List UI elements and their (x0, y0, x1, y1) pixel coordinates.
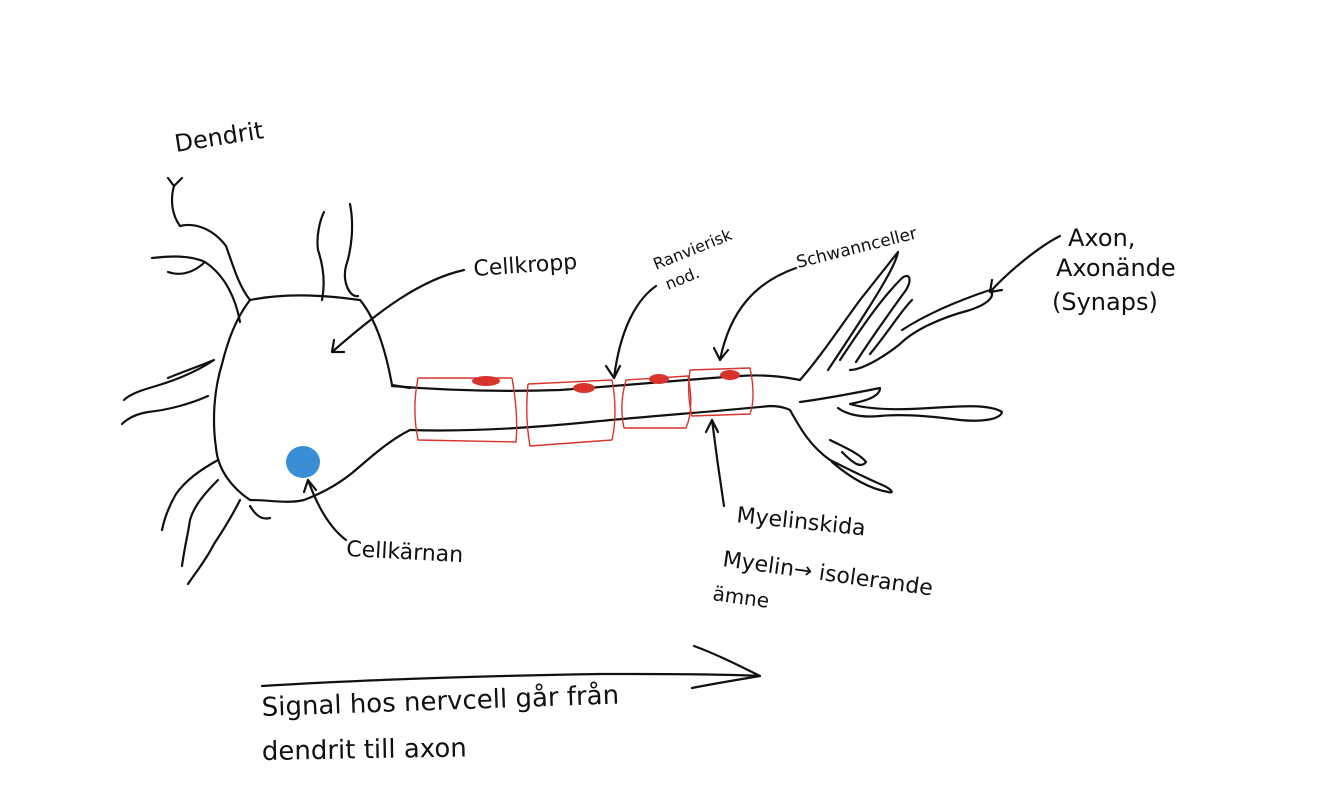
cell-body (212, 294, 412, 503)
label-myelin-note-line2: ämne (711, 581, 771, 613)
label-axon-line3: (Synaps) (1052, 288, 1158, 316)
dendrite-left-low (160, 458, 220, 568)
arrow-schwann (712, 266, 798, 362)
dendrite-left-lower (120, 394, 210, 426)
schwann-cell-1 (414, 377, 518, 443)
dendrites (120, 176, 360, 586)
signal-note-line2: dendrit till axon (262, 733, 467, 767)
dendrite-top-left-inner (150, 255, 242, 324)
dendrite-bottom (186, 498, 272, 586)
signal-direction-arrow (260, 644, 762, 690)
arrow-cellkropp (330, 268, 466, 354)
signal-note-line1: Signal hos nervcell går från (261, 680, 619, 723)
arrow-cellkarnan (302, 478, 348, 542)
axon-bottom-line (408, 404, 792, 432)
ranvier-mark-2 (573, 383, 595, 393)
label-axon-line1: Axon, (1068, 224, 1135, 252)
terminal-lower (788, 408, 893, 494)
arrow-axon (988, 234, 1062, 294)
dendrite-top-left (166, 176, 252, 302)
dendrite-left (122, 358, 216, 402)
terminal-upper-3 (848, 288, 994, 372)
terminal-mid (798, 386, 1004, 422)
label-cellkropp: Cellkropp (473, 250, 578, 282)
dendrite-top (316, 202, 360, 302)
schwann-cell-4 (687, 367, 754, 417)
label-schwann: Schwannceller (794, 224, 919, 273)
axon-top-line (390, 374, 802, 392)
axon-terminals (788, 250, 1004, 494)
label-myelinskida: Myelinskida (735, 503, 866, 541)
label-dendrit: Dendrit (173, 116, 266, 158)
schwann-cell-2 (525, 379, 616, 447)
cell-nucleus (286, 446, 320, 478)
label-axon-line2: Axonände (1056, 254, 1176, 282)
axon (390, 374, 802, 432)
arrow-ranvier (604, 284, 658, 380)
myelin-sheath (414, 367, 754, 447)
label-arrows (260, 234, 1062, 690)
ranvier-mark-1 (472, 376, 500, 386)
ranvier-mark-3 (649, 374, 669, 384)
arrow-myelinskida (704, 418, 726, 508)
schwann-cell-3 (621, 375, 692, 429)
label-cellkarnan: Cellkärnan (346, 537, 464, 568)
ranvier-mark-4 (720, 370, 740, 380)
terminal-upper-1 (798, 250, 900, 382)
terminal-upper-2 (838, 274, 911, 364)
